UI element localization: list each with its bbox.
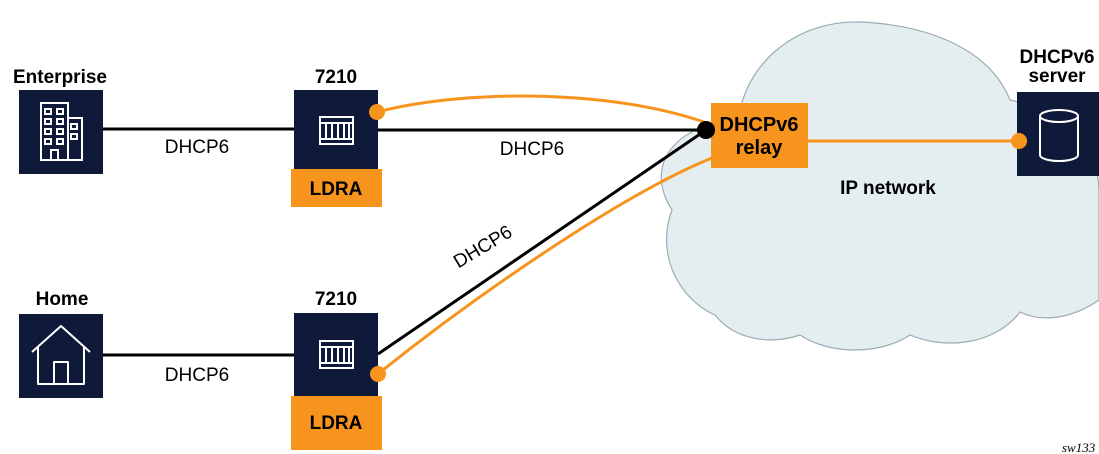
home-node [19, 314, 103, 398]
ldra-box-bottom [291, 396, 382, 450]
office-building-icon [40, 102, 83, 161]
home-label: Home [36, 289, 89, 310]
switch-chassis-icon [319, 116, 354, 145]
enterprise-node [19, 90, 103, 174]
port-dot-bottom [370, 366, 386, 382]
ldra-label-top: LDRA [310, 179, 363, 200]
enterprise-link-label: DHCP6 [165, 137, 229, 158]
server-label-line2: server [1028, 66, 1086, 87]
ip-network-label: IP network [840, 178, 936, 199]
port-dot-top [369, 104, 385, 120]
orange-path-bottom [377, 156, 713, 376]
house-icon [31, 325, 91, 385]
switch-top-label: 7210 [315, 67, 357, 88]
dhcpv6-relay-box [711, 103, 808, 168]
switch-top-node [294, 90, 378, 170]
database-icon [1039, 109, 1079, 162]
server-port-dot [1011, 133, 1027, 149]
switch-chassis-icon [319, 340, 354, 369]
switch-bottom-to-relay-line [377, 128, 707, 356]
dhcpv6-server-node [1017, 92, 1099, 176]
enterprise-label: Enterprise [13, 67, 107, 88]
relay-label-line1: DHCPv6 [720, 114, 799, 136]
figure-id: sw133 [1062, 440, 1096, 454]
server-label-line1: DHCPv6 [1020, 47, 1095, 68]
switch-top-link-label: DHCP6 [500, 139, 564, 160]
switch-bottom-node [294, 313, 378, 397]
home-link-label: DHCP6 [165, 365, 229, 386]
orange-path-top [376, 94, 713, 127]
ldra-label-bottom: LDRA [310, 413, 363, 434]
switch-bottom-label: 7210 [315, 289, 357, 310]
ldra-box-top [291, 169, 382, 207]
relay-junction-dot [697, 121, 715, 139]
relay-label-line2: relay [736, 137, 784, 159]
